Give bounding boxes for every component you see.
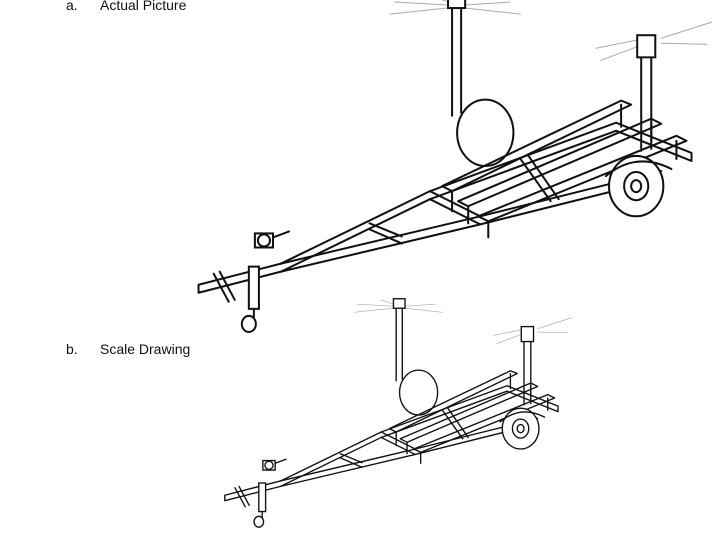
scale-drawing-figure [218, 298, 572, 530]
item-a-marker: a. [66, 0, 78, 13]
trailer-line-1 [357, 303, 394, 307]
trailer-line-10 [392, 298, 406, 309]
trailer-line-35 [240, 314, 257, 334]
trailer-line-33 [258, 482, 267, 513]
trailer-line-37 [256, 233, 271, 248]
item-a-title: Actual Picture [100, 0, 187, 13]
trailer-line-25 [451, 190, 490, 239]
trailer-line-20 [339, 453, 363, 469]
trailer-line-12 [636, 34, 657, 59]
trailer-line-9 [395, 306, 403, 382]
actual-picture-figure [180, 0, 712, 334]
item-b-title: Scale Drawing [100, 341, 191, 357]
boat-trailer-illustration-small [224, 298, 572, 528]
trailer-line-23 [399, 382, 539, 443]
trailer-line-10 [447, 0, 467, 10]
trailer-line-32 [212, 270, 236, 303]
trailer-line-8 [660, 42, 708, 45]
trailer-line-29 [516, 423, 525, 434]
trailer-line-9 [451, 5, 463, 117]
trailer-line-7 [660, 21, 712, 39]
trailer-line-35 [253, 515, 265, 528]
trailer-line-1 [394, 1, 448, 6]
trailer-line-22 [441, 99, 633, 193]
trailer-line-3 [464, 1, 511, 6]
trailer-line-38 [271, 230, 291, 239]
boat-trailer-illustration-large [197, 0, 712, 334]
trailer-line-32 [234, 485, 250, 508]
trailer-line-21 [519, 154, 560, 203]
trailer-line-31 [197, 262, 283, 294]
trailer-line-30 [499, 411, 546, 423]
trailer-line-26 [509, 372, 549, 411]
item-a-label: a. Actual Picture [66, 0, 186, 13]
trailer-line-25 [395, 431, 422, 464]
trailer-line-23 [457, 117, 663, 208]
item-b-marker: b. [66, 341, 78, 357]
trailer-line-28 [511, 418, 530, 439]
trailer-line-3 [404, 303, 436, 307]
trailer-line-24 [477, 134, 688, 223]
trailer-line-12 [520, 325, 535, 343]
trailer-drawing [197, 0, 712, 334]
trailer-line-31 [224, 480, 282, 502]
trailer-line-17 [280, 178, 663, 273]
item-b-label: b. Scale Drawing [66, 341, 190, 357]
trailer-line-29 [630, 179, 643, 194]
trailer-line-19 [380, 431, 416, 456]
trailer-line-17 [279, 423, 539, 488]
trailer-line-22 [388, 370, 518, 433]
trailer-line-21 [441, 407, 469, 440]
trailer-line-28 [623, 171, 650, 202]
trailer-line-8 [537, 331, 569, 334]
trailer-line-20 [368, 222, 403, 245]
trailer-line-37 [264, 460, 274, 471]
trailer-line-26 [620, 103, 678, 160]
trailer-line-30 [604, 160, 673, 178]
trailer-line-38 [274, 458, 287, 464]
trailer-line-0 [353, 307, 394, 313]
trailer-line-2 [464, 7, 521, 15]
trailer-line-24 [413, 393, 556, 454]
trailer-line-0 [389, 7, 448, 15]
trailer-line-19 [428, 190, 482, 226]
trailer-line-7 [537, 317, 572, 329]
trailer-line-2 [404, 307, 443, 313]
trailer-drawing [224, 298, 572, 528]
